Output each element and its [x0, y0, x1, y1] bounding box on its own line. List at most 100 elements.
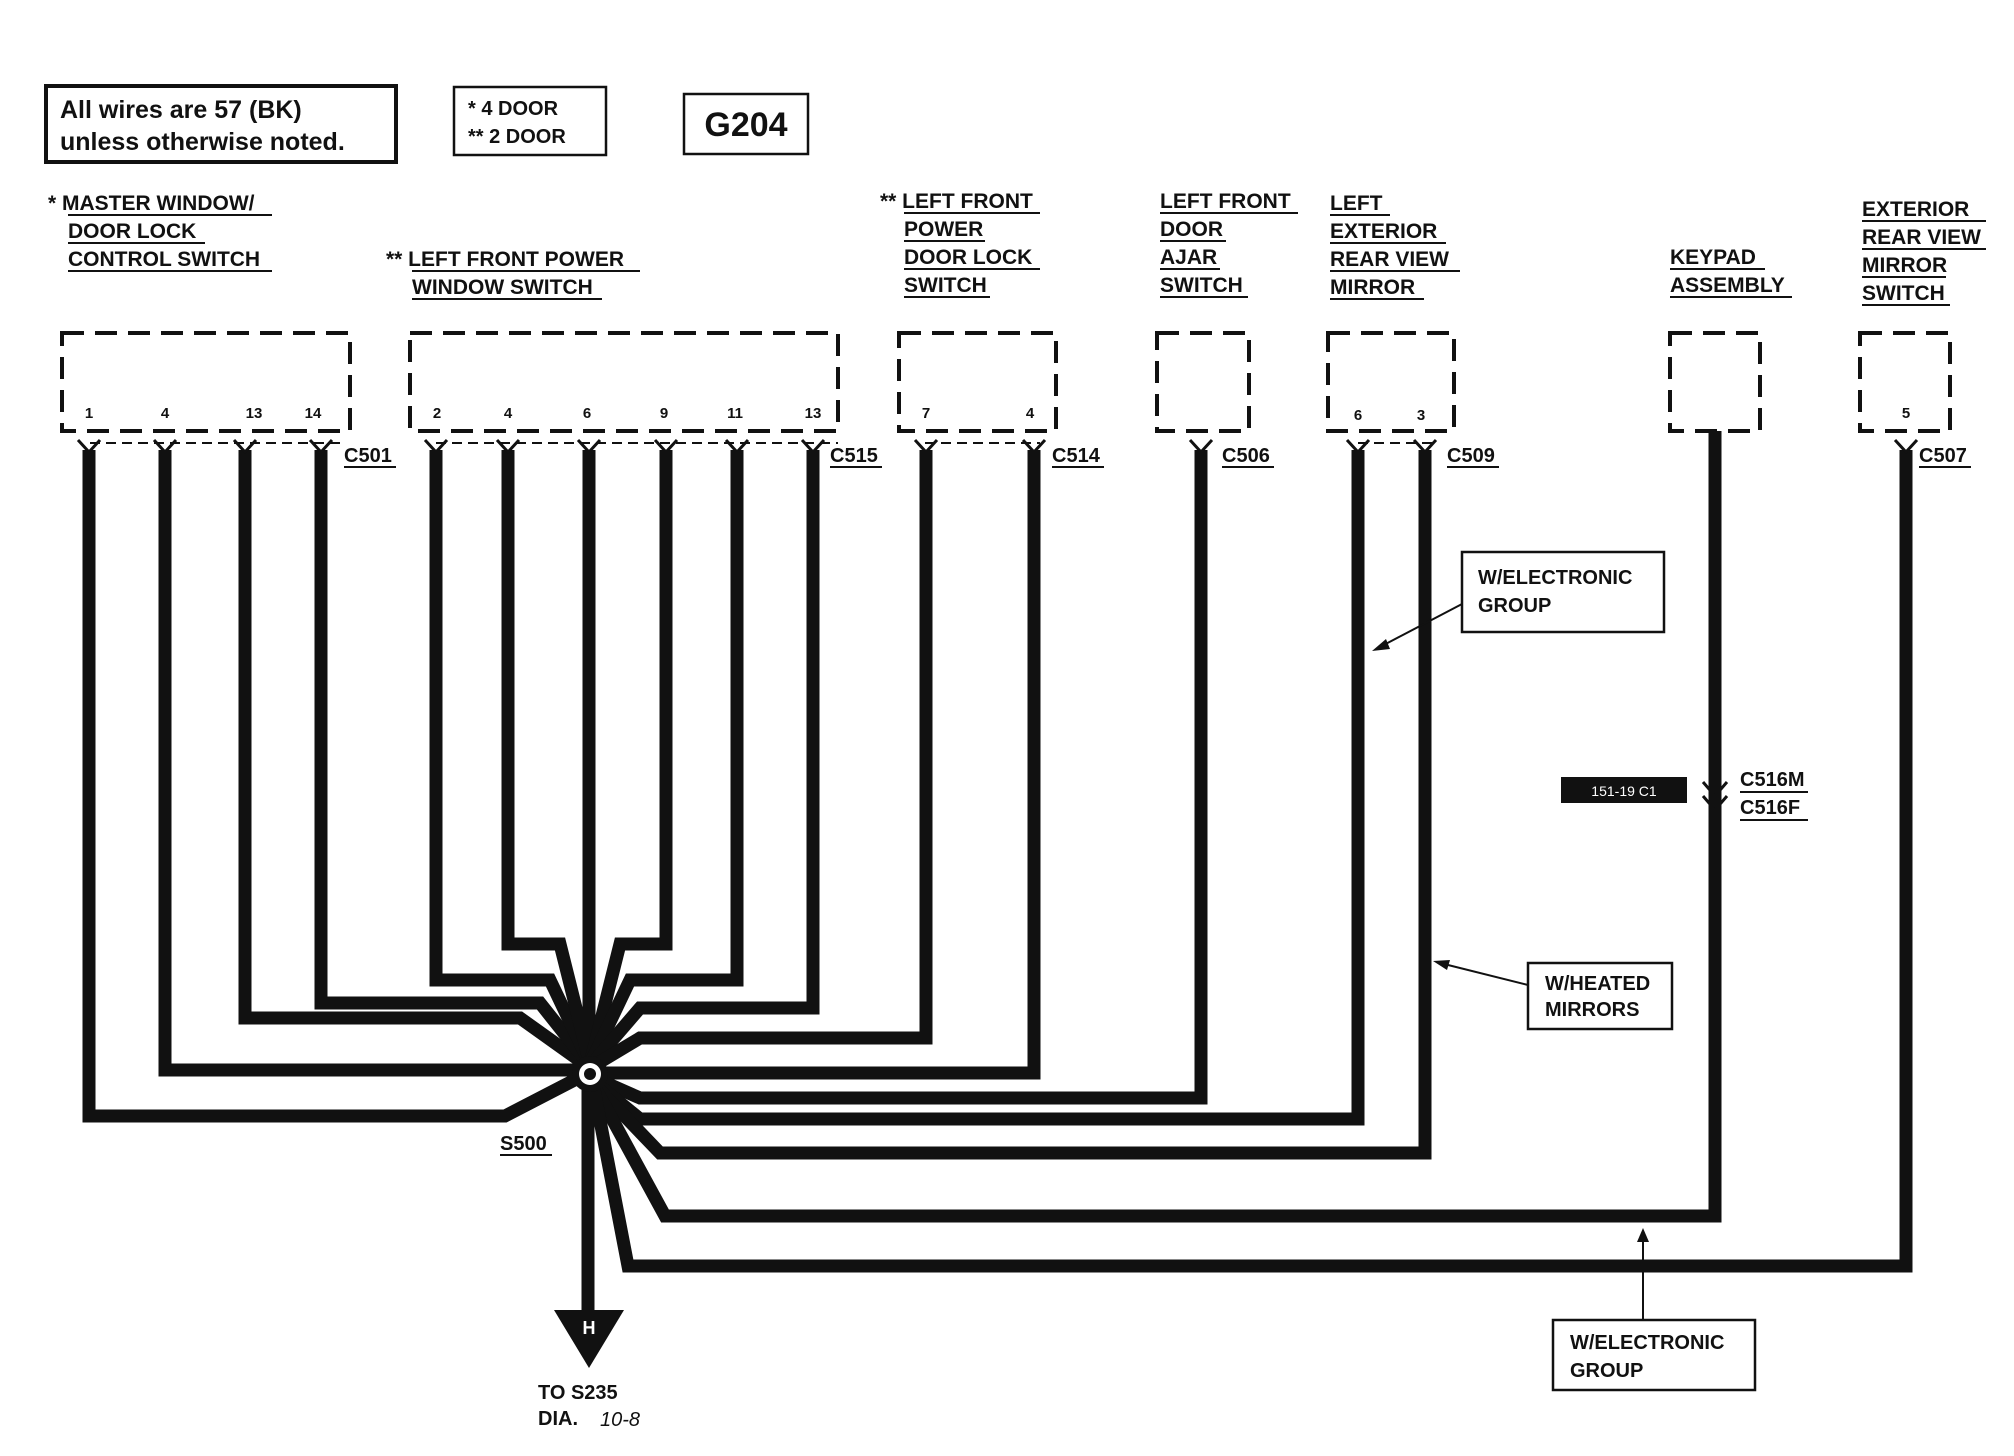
pin-label: 6	[1354, 407, 1362, 424]
wire-harness	[82, 431, 1913, 1318]
wire-c515-pin13	[585, 450, 820, 1071]
pin-label: 11	[727, 405, 743, 422]
connector-c515: C515	[830, 445, 878, 467]
wire-c514-pin4	[590, 450, 1041, 1080]
lf-door-ajar-line4: SWITCH	[1160, 274, 1243, 297]
left-mirror-line2: EXTERIOR	[1330, 220, 1437, 243]
door-legend-2door: ** 2 DOOR	[468, 126, 566, 148]
connector-c516f: C516F	[1740, 797, 1800, 819]
connector-labels: C501 C515 C514 C506 C509 C507	[344, 445, 1971, 468]
connector-c501: C501	[344, 445, 392, 467]
master-switch-pins: 1 4 13 14	[85, 405, 322, 422]
mirror-switch-line2: REAR VIEW	[1862, 226, 1981, 249]
wire-note-box	[44, 84, 398, 164]
connector-c516m: C516M	[1740, 769, 1804, 791]
callout-electronic-group-1-line1: W/ELECTRONIC	[1478, 567, 1632, 589]
left-mirror-box	[1326, 331, 1456, 433]
connector-c507: C507	[1919, 445, 1967, 467]
inline-connector-c516: 151-19 C1 C516M C516F	[1561, 769, 1808, 821]
left-mirror-label: LEFT EXTERIOR REAR VIEW MIRROR	[1330, 192, 1460, 300]
wire-c514-pin7	[586, 450, 933, 1074]
pin-label: 6	[583, 405, 591, 422]
callout-electronic-group-2-line2: GROUP	[1570, 1360, 1643, 1382]
wire-c515-pin4	[501, 450, 597, 1066]
pin-label: 13	[805, 405, 822, 422]
callout-heated-mirrors-line2: MIRRORS	[1545, 999, 1639, 1021]
lf-door-lock-label: ** LEFT FRONT POWER DOOR LOCK SWITCH	[880, 190, 1040, 298]
ground-arrow-h	[554, 1310, 624, 1368]
lf-door-lock-line2: POWER	[904, 218, 983, 241]
master-switch-line2: DOOR LOCK	[68, 220, 196, 243]
keypad-box	[1668, 331, 1762, 433]
mirror-switch-line3: MIRROR	[1862, 254, 1947, 277]
connector-c506: C506	[1222, 445, 1270, 467]
ref-tag: 151-19 C1	[1591, 783, 1657, 799]
connector-c509: C509	[1447, 445, 1495, 467]
lf-door-lock-line3: DOOR LOCK	[904, 246, 1032, 269]
ref-tag-box	[1561, 777, 1687, 803]
connector-c514: C514	[1052, 445, 1101, 467]
splice-dot	[584, 1068, 596, 1080]
keypad-line2: ASSEMBLY	[1670, 274, 1785, 297]
lf-door-lock-box	[897, 331, 1058, 433]
wire-c515-pin9	[583, 450, 673, 1066]
pin-label: 13	[246, 405, 263, 422]
callout-electronic-group-1-line2: GROUP	[1478, 595, 1551, 617]
lf-door-ajar-label: LEFT FRONT DOOR AJAR SWITCH	[1160, 190, 1298, 298]
pin-label: 1	[85, 405, 93, 422]
wire-c515-pin2	[429, 450, 596, 1067]
master-switch-label: * MASTER WINDOW/ DOOR LOCK CONTROL SWITC…	[48, 192, 272, 272]
terminal-marks	[76, 438, 1919, 455]
lf-power-window-line1: ** LEFT FRONT POWER	[386, 248, 624, 271]
lf-door-lock-pins: 7 4	[922, 405, 1035, 422]
master-switch-box	[60, 331, 352, 433]
callout-electronic-group-2-line1: W/ELECTRONIC	[1570, 1332, 1724, 1354]
door-legend-4door: * 4 DOOR	[468, 98, 559, 120]
lf-door-ajar-line1: LEFT FRONT	[1160, 190, 1291, 213]
mirror-switch-box	[1858, 331, 1952, 433]
wire-c506	[587, 450, 1208, 1105]
pin-label: 7	[922, 405, 930, 422]
callout-electronic-group-1: W/ELECTRONIC GROUP	[1372, 550, 1666, 651]
mirror-switch-line1: EXTERIOR	[1862, 198, 1969, 221]
lf-power-window-line2: WINDOW SWITCH	[412, 276, 593, 299]
wire-c501-pin1	[82, 450, 593, 1123]
wire-c507	[586, 450, 1913, 1273]
wire-c501-pin13	[238, 450, 594, 1074]
ground-id-box	[682, 92, 810, 156]
pin-label: 2	[433, 405, 441, 422]
destination-dia-ref: 10-8	[600, 1409, 640, 1431]
mirror-switch-pins: 5	[1902, 405, 1910, 422]
wire-c501-pin4	[158, 450, 590, 1077]
lf-door-ajar-box	[1155, 331, 1251, 433]
pin-label: 4	[161, 405, 170, 422]
left-mirror-line1: LEFT	[1330, 192, 1383, 215]
destination-line1: TO S235	[538, 1382, 618, 1404]
mirror-switch-label: EXTERIOR REAR VIEW MIRROR SWITCH	[1862, 198, 1986, 306]
master-switch-line3: CONTROL SWITCH	[68, 248, 260, 271]
ground-id: G204	[704, 106, 787, 144]
callout-heated-mirrors-line1: W/HEATED	[1545, 973, 1650, 995]
mirror-switch-line4: SWITCH	[1862, 282, 1945, 305]
lf-door-lock-line4: SWITCH	[904, 274, 987, 297]
wire-note-line1: All wires are 57 (BK)	[60, 96, 302, 124]
pin-label: 14	[305, 405, 322, 422]
pin-label: 5	[1902, 405, 1910, 422]
lf-power-window-label: ** LEFT FRONT POWER WINDOW SWITCH	[386, 248, 640, 300]
keypad-line1: KEYPAD	[1670, 246, 1756, 269]
lf-power-window-box	[408, 331, 840, 433]
lf-door-lock-line1: ** LEFT FRONT	[880, 190, 1033, 213]
left-mirror-line3: REAR VIEW	[1330, 248, 1449, 271]
ground-letter: H	[583, 1318, 596, 1338]
splice-label: S500	[500, 1133, 547, 1155]
left-mirror-pins: 6 3	[1354, 407, 1425, 424]
keypad-label: KEYPAD ASSEMBLY	[1670, 246, 1792, 298]
left-mirror-line4: MIRROR	[1330, 276, 1415, 299]
lf-power-window-pins: 2 4 6 9 11 13	[433, 405, 822, 422]
door-legend-box	[452, 85, 608, 157]
callout-electronic-group-2: W/ELECTRONIC GROUP	[1551, 1228, 1757, 1392]
wire-keypad	[586, 431, 1722, 1223]
wire-c501-pin14	[314, 450, 596, 1071]
wire-c509-pin3	[585, 450, 1432, 1160]
lf-door-ajar-line3: AJAR	[1160, 246, 1217, 269]
